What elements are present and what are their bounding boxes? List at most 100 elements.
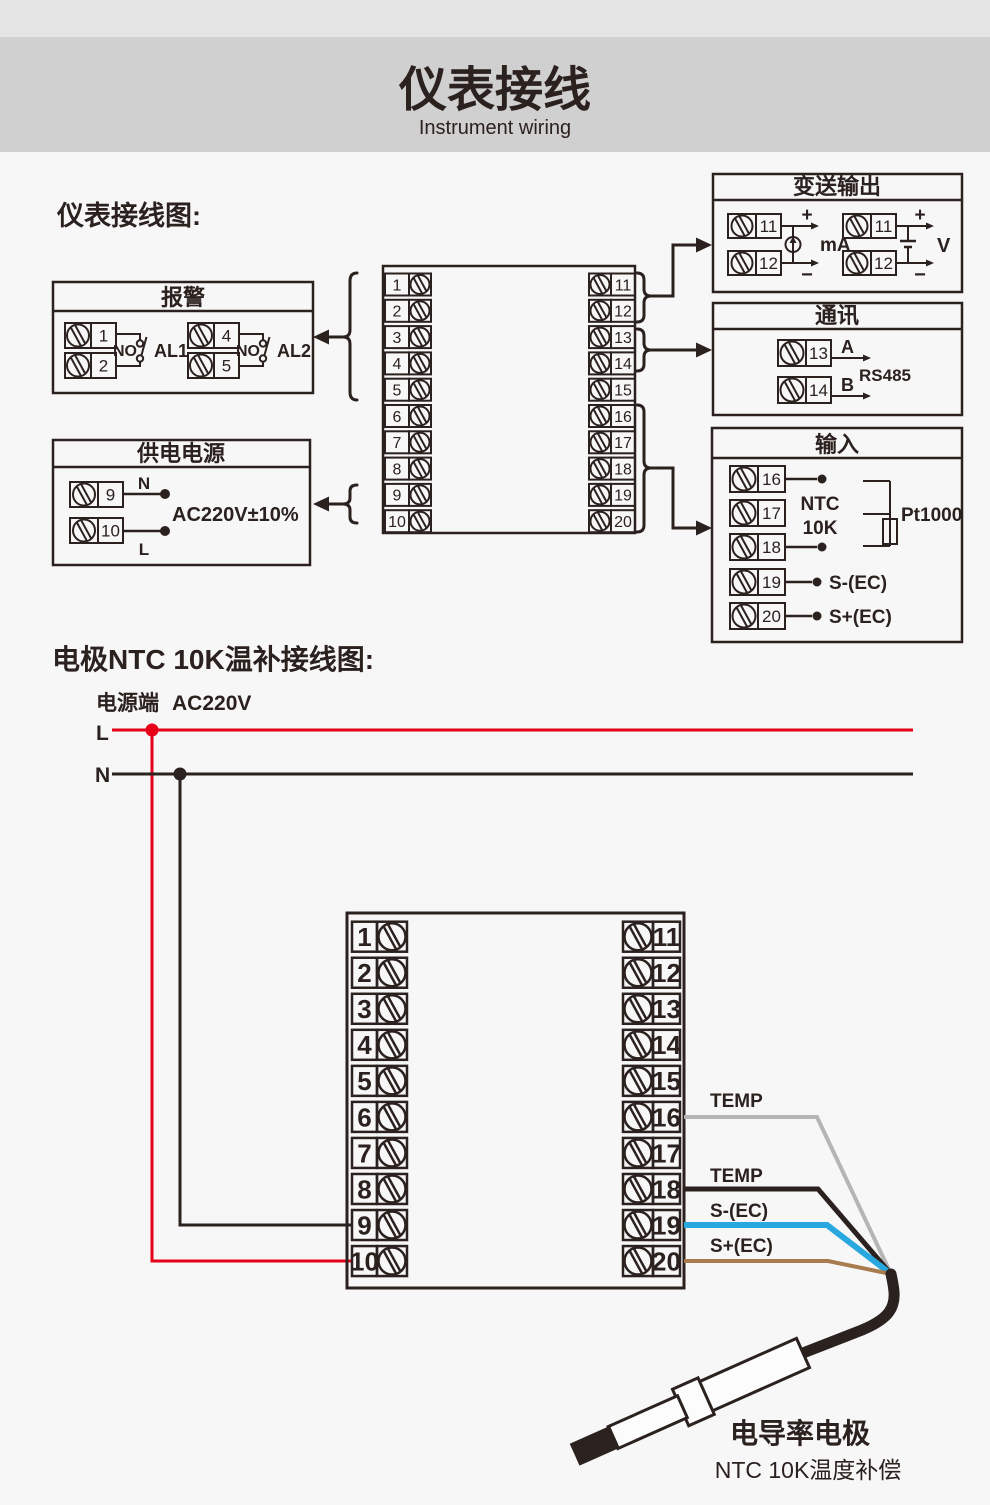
terminal-number: 19 bbox=[762, 573, 781, 592]
electrode-probe-icon bbox=[569, 1336, 812, 1466]
screw-cell bbox=[408, 272, 432, 297]
contact-point-icon bbox=[258, 339, 268, 348]
screw-slot-icon bbox=[628, 1070, 644, 1094]
contact-wire bbox=[239, 362, 264, 367]
screw-slot-icon bbox=[416, 380, 428, 397]
screw-head-icon bbox=[623, 921, 653, 952]
terminal-number: 16 bbox=[762, 470, 781, 489]
screw-slot-icon bbox=[592, 303, 604, 321]
screw-cell bbox=[408, 482, 432, 507]
screw-slot-icon bbox=[416, 406, 428, 424]
live-node-dot bbox=[160, 526, 170, 536]
screw-slot-icon bbox=[735, 538, 748, 559]
screw-slot-icon bbox=[853, 215, 865, 234]
screw-head-icon bbox=[66, 353, 90, 378]
terminal-number: 14 bbox=[652, 1030, 681, 1060]
screw-cell bbox=[621, 1208, 655, 1242]
arrow-right-icon bbox=[696, 342, 712, 358]
conductivity-electrode: 电导率电极 NTC 10K温度补偿 bbox=[569, 1268, 901, 1483]
terminal-number: 1 bbox=[357, 922, 371, 952]
node-dot bbox=[817, 542, 827, 552]
screw-terminal: 15 bbox=[588, 377, 636, 402]
screw-cell bbox=[621, 1172, 655, 1206]
terminal-number: 8 bbox=[357, 1174, 371, 1204]
screw-slot-icon bbox=[386, 995, 402, 1020]
screw-slot-icon bbox=[382, 1034, 398, 1058]
screw-cell bbox=[588, 351, 612, 376]
terminal-number: 17 bbox=[762, 504, 781, 523]
power-title: 供电电源 bbox=[136, 441, 225, 466]
node-dot bbox=[812, 611, 822, 621]
screw-slot-icon bbox=[80, 519, 92, 539]
source-voltage-label: AC220V bbox=[172, 692, 251, 715]
screw-slot-icon bbox=[193, 357, 205, 377]
arrow-right-icon bbox=[696, 520, 712, 536]
screw-cell bbox=[588, 377, 612, 402]
terminal-number: 19 bbox=[652, 1210, 681, 1240]
terminal-number: 16 bbox=[614, 409, 632, 426]
screw-terminal: 11 bbox=[842, 213, 897, 239]
screw-slot-icon bbox=[738, 215, 750, 234]
resistor-icon bbox=[882, 518, 898, 545]
terminal-number: 18 bbox=[652, 1174, 681, 1204]
screw-head-icon bbox=[409, 431, 431, 453]
screw-head-icon bbox=[845, 214, 869, 238]
screw-slot-icon bbox=[592, 356, 604, 373]
screw-terminal: 7 bbox=[350, 1136, 409, 1170]
ma-output-symbol: + − mA bbox=[781, 205, 851, 286]
screw-terminal: 3 bbox=[350, 992, 409, 1026]
screw-cell bbox=[842, 250, 872, 276]
screw-terminal: 17 bbox=[621, 1136, 682, 1170]
screw-head-icon bbox=[189, 353, 213, 378]
screw-terminal: 19 bbox=[588, 482, 636, 507]
screw-slot-icon bbox=[596, 406, 608, 424]
screw-cell bbox=[588, 482, 612, 507]
screw-slot-icon bbox=[632, 1176, 648, 1200]
terminal-number: 5 bbox=[357, 1066, 371, 1096]
screw-slot-icon bbox=[628, 1250, 644, 1274]
screw-slot-icon bbox=[412, 408, 424, 426]
s-plus-wire-label: S+(EC) bbox=[710, 1236, 773, 1257]
no-contact-al1: NO AL1 bbox=[113, 333, 188, 367]
screw-cell bbox=[408, 430, 432, 455]
screw-cell bbox=[588, 404, 612, 428]
minus-sign: − bbox=[914, 264, 926, 286]
minus-arrowhead-icon bbox=[926, 259, 934, 267]
screw-terminal: 5 bbox=[384, 377, 432, 402]
page-title: 仪表接线 bbox=[398, 64, 591, 117]
screw-head-icon bbox=[409, 379, 431, 401]
screw-head-icon bbox=[589, 326, 611, 348]
terminal-number: 11 bbox=[760, 217, 778, 236]
screw-head-icon bbox=[623, 994, 653, 1024]
screw-head-icon bbox=[589, 431, 611, 453]
screw-terminal: 14 bbox=[588, 351, 636, 376]
screw-terminal: 12 bbox=[621, 956, 682, 989]
screw-terminal: 7 bbox=[384, 430, 432, 455]
screw-head-icon bbox=[189, 323, 213, 348]
al2-label: AL2 bbox=[277, 341, 311, 361]
screw-cell bbox=[588, 298, 612, 323]
screw-head-icon bbox=[731, 569, 757, 595]
alarm-box-frame bbox=[51, 280, 315, 395]
v-output-symbol: + − V bbox=[896, 205, 951, 286]
screw-cell bbox=[621, 1136, 655, 1170]
input-title: 输入 bbox=[815, 432, 859, 457]
screw-slot-icon bbox=[592, 487, 604, 505]
screw-head-icon bbox=[377, 1246, 407, 1276]
screw-slot-icon bbox=[596, 275, 608, 292]
arrow-left-icon bbox=[313, 496, 329, 512]
screw-cell bbox=[375, 1064, 409, 1098]
screw-cell bbox=[588, 325, 612, 350]
banner bbox=[0, 37, 990, 152]
contact-point-icon bbox=[258, 354, 268, 363]
screw-slot-icon bbox=[382, 1214, 398, 1238]
mains-wiring: L N bbox=[95, 722, 913, 1263]
contact-wire bbox=[116, 362, 141, 367]
live-label: L bbox=[96, 722, 109, 745]
pt1000-label: Pt1000 bbox=[901, 505, 962, 526]
screw-slot-icon bbox=[788, 341, 801, 362]
